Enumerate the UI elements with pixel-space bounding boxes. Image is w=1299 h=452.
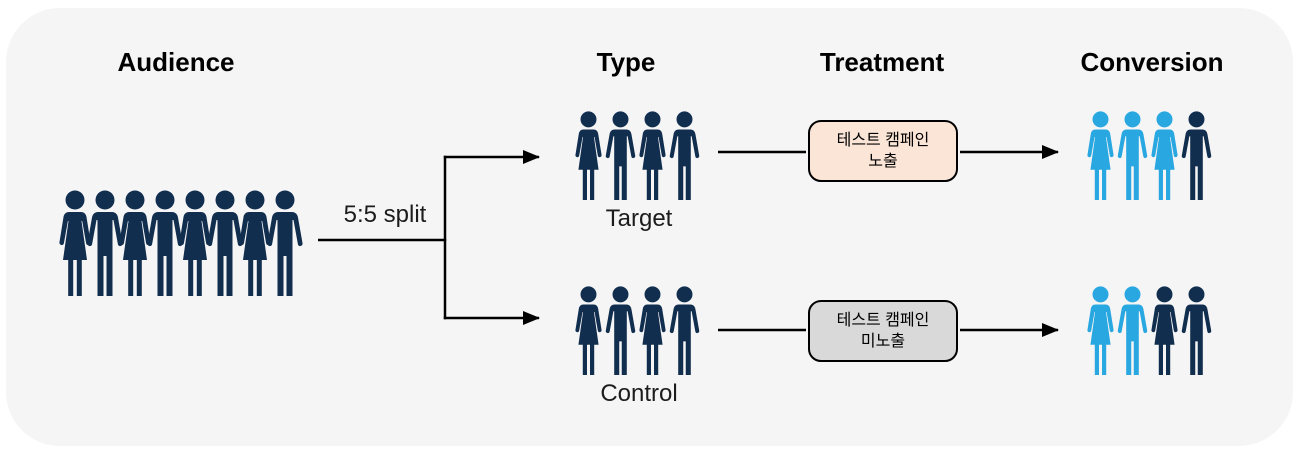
person-icon-male xyxy=(669,111,700,200)
person-icon-male xyxy=(1181,111,1212,200)
column-header-type: Type xyxy=(596,47,656,77)
person-icon-male xyxy=(1181,286,1212,375)
person-icon-male xyxy=(669,286,700,375)
person-icon-male xyxy=(1117,286,1148,375)
person-icon-female xyxy=(1087,286,1114,375)
person-icon-female xyxy=(1151,111,1178,200)
treatment-box-exposed-line2: 노출 xyxy=(868,153,898,170)
column-header-treatment: Treatment xyxy=(819,47,945,77)
audience-people-group xyxy=(53,190,307,296)
person-icon-male xyxy=(267,190,303,296)
person-icon-female xyxy=(1151,286,1178,375)
conversion-target-people-group xyxy=(1082,111,1215,200)
person-icon-female xyxy=(59,190,91,296)
person-icon-male xyxy=(147,190,183,296)
person-icon-female xyxy=(239,190,271,296)
person-icon-female xyxy=(639,111,666,200)
person-icon-male xyxy=(605,111,636,200)
treatment-box-exposed: 테스트 캠페인 노출 xyxy=(808,120,958,182)
person-icon-female xyxy=(575,111,602,200)
column-header-audience: Audience xyxy=(117,47,235,77)
control-people-group xyxy=(570,286,703,375)
treatment-box-unexposed-line2: 미노출 xyxy=(860,333,906,350)
target-group-label: Target xyxy=(605,205,673,232)
control-group-label: Control xyxy=(600,380,678,407)
person-icon-male xyxy=(207,190,243,296)
split-ratio-label: 5:5 split xyxy=(343,201,427,228)
target-people-group xyxy=(570,111,703,200)
person-icon-female xyxy=(1087,111,1114,200)
treatment-box-unexposed: 테스트 캠페인 미노출 xyxy=(808,300,958,362)
column-header-conversion: Conversion xyxy=(1080,47,1224,77)
person-icon-female xyxy=(575,286,602,375)
person-icon-female xyxy=(119,190,151,296)
treatment-box-unexposed-line1: 테스트 캠페인 xyxy=(836,312,930,329)
person-icon-male xyxy=(87,190,123,296)
person-icon-male xyxy=(605,286,636,375)
treatment-box-exposed-line1: 테스트 캠페인 xyxy=(836,132,930,149)
person-icon-male xyxy=(1117,111,1148,200)
person-icon-female xyxy=(639,286,666,375)
conversion-control-people-group xyxy=(1082,286,1215,375)
person-icon-female xyxy=(179,190,211,296)
